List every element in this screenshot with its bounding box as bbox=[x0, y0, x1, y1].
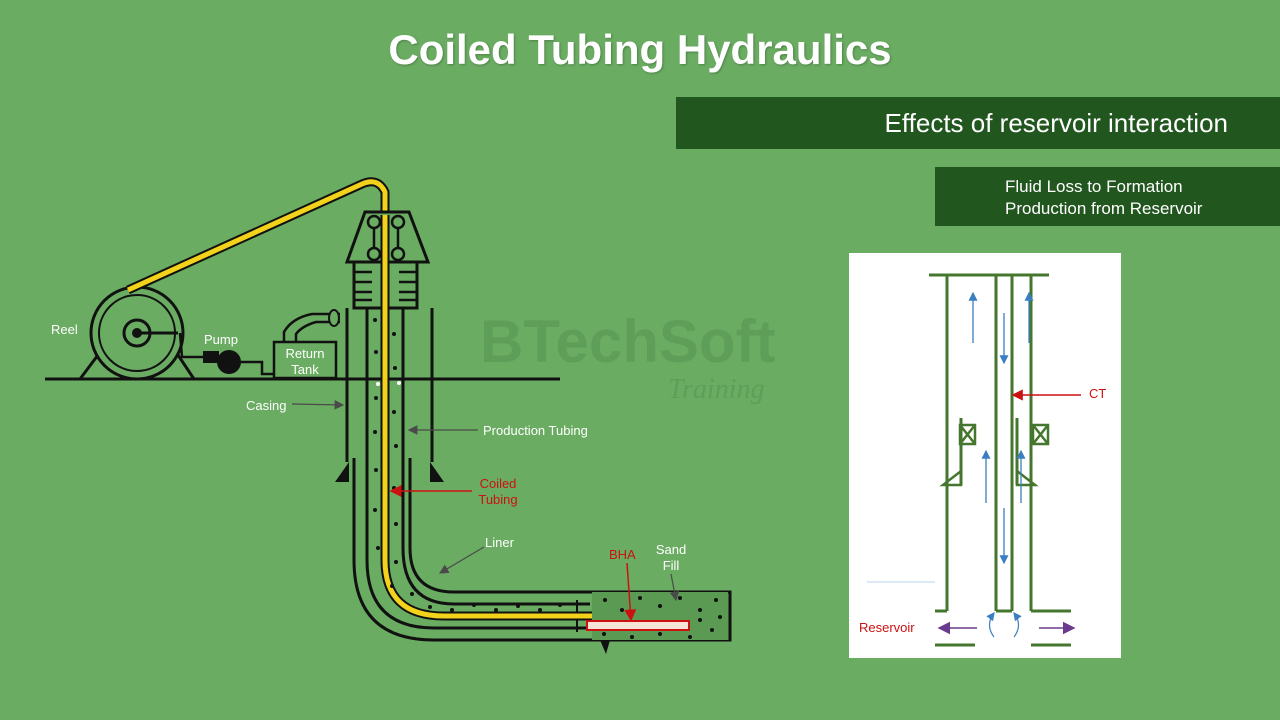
label-coiled-tubing-2: Tubing bbox=[478, 492, 517, 507]
packer-left bbox=[939, 423, 977, 487]
production-tubing bbox=[365, 308, 590, 630]
label-bha: BHA bbox=[609, 547, 636, 562]
flow-diagram: CT Reservoir bbox=[849, 253, 1121, 658]
slide-title: Coiled Tubing Hydraulics bbox=[388, 26, 892, 73]
watermark: BTechSoft Training bbox=[480, 308, 776, 405]
label-sand-fill-1: Sand bbox=[656, 542, 686, 557]
flow-panel-bg bbox=[849, 253, 1121, 658]
label-sand-fill-2: Fill bbox=[663, 558, 680, 573]
section-banner: Effects of reservoir interaction bbox=[676, 97, 1280, 149]
label-reel: Reel bbox=[51, 322, 78, 337]
casing bbox=[335, 308, 444, 482]
label-casing: Casing bbox=[246, 398, 286, 413]
label-ct: CT bbox=[1089, 386, 1106, 401]
label-pump: Pump bbox=[204, 332, 238, 347]
packer-right bbox=[1015, 423, 1050, 487]
reel bbox=[77, 285, 197, 381]
label-return-tank-1: Return bbox=[285, 346, 324, 361]
label-reservoir: Reservoir bbox=[859, 620, 915, 635]
watermark-tagline: Training bbox=[668, 374, 764, 405]
effect-fluid-loss: Fluid Loss to Formation bbox=[1005, 177, 1183, 196]
label-coiled-tubing-1: Coiled bbox=[480, 476, 517, 491]
label-production-tubing: Production Tubing bbox=[483, 423, 588, 438]
label-liner: Liner bbox=[485, 535, 515, 550]
return-tank bbox=[272, 340, 338, 380]
watermark-brand: BTechSoft bbox=[480, 308, 776, 375]
label-return-tank-2: Tank bbox=[291, 362, 319, 377]
effects-box: Fluid Loss to Formation Production from … bbox=[935, 167, 1280, 226]
bha bbox=[586, 620, 690, 631]
pump bbox=[203, 350, 274, 376]
effect-production: Production from Reservoir bbox=[1005, 199, 1203, 218]
well-schematic: Reel Pump Return Tank Casing Production … bbox=[45, 177, 732, 654]
